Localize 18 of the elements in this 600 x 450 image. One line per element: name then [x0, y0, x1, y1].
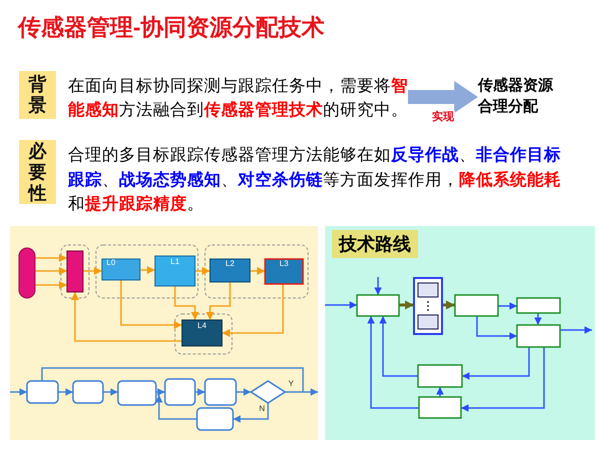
level-label: L0	[106, 259, 116, 267]
block-arrow	[408, 80, 478, 114]
block-diagram-picture	[10, 226, 318, 440]
route-panel	[325, 226, 595, 440]
body-paragraph: 合理的多目标跟踪传感器管理方法能够在如反导作战、非合作目标跟踪、战场态势感知、对空杀伤链等方面发挥作用，降低系统能耗和提升跟踪精度。	[68, 144, 562, 215]
edge-label: 实现	[431, 111, 455, 124]
level-label: L4	[198, 322, 206, 330]
result-text: 传感器资源合理分配	[478, 75, 558, 117]
slide-title: 传感器管理-协同资源分配技术	[18, 13, 325, 42]
branch-label: Y	[288, 380, 294, 388]
level-label: L2	[226, 260, 234, 268]
body-paragraph: 在面向目标协同探测与跟踪任务中，需要将智能感知方法融合到传感器管理技术的研究中。	[68, 74, 408, 122]
panel-heading: 技术路线	[332, 230, 418, 258]
level-label: L3	[280, 260, 288, 268]
section-tag: 背景	[19, 71, 56, 119]
section-tag: 必要性	[19, 140, 56, 204]
branch-label: N	[259, 405, 265, 413]
level-label: L1	[170, 258, 180, 266]
